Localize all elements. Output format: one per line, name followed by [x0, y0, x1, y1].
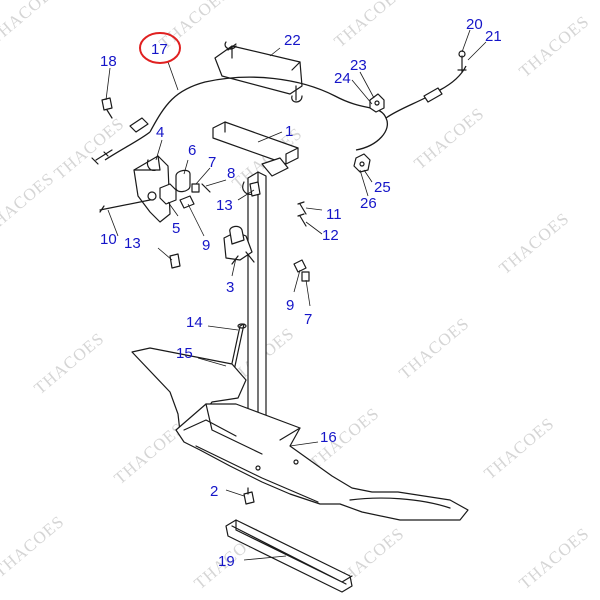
callout-labels: 1 2 3 4 5 6 7 8 9 9 7 10 11 12 13 13 14 …	[100, 16, 502, 570]
watermark: THACOES	[515, 524, 593, 593]
callout-25: 25	[374, 179, 391, 196]
part-9-nut	[179, 195, 307, 273]
callout-14: 14	[186, 314, 203, 331]
part-10-pin	[99, 199, 151, 213]
callout-9b: 9	[286, 297, 294, 314]
callout-13b: 13	[124, 235, 141, 252]
callout-11: 11	[326, 206, 342, 223]
watermark: THACOES	[0, 169, 58, 238]
part-6-bushing	[175, 169, 191, 193]
callout-26: 26	[360, 195, 377, 212]
callout-23: 23	[350, 57, 367, 74]
watermark: THACOES	[480, 414, 558, 483]
callout-1: 1	[285, 123, 293, 140]
callout-24: 24	[334, 70, 351, 87]
callout-9a: 9	[202, 237, 210, 254]
callout-4: 4	[156, 124, 164, 141]
watermark: THACOES	[330, 0, 408, 51]
part-3-pivot-bracket	[223, 225, 255, 265]
callout-20: 20	[466, 16, 483, 33]
part-11-bolt	[297, 201, 307, 215]
callout-18: 18	[100, 53, 117, 70]
callout-6: 6	[188, 142, 196, 159]
callout-3: 3	[226, 279, 234, 296]
part-16-pedal-plate	[131, 347, 469, 521]
highlight-ring-17	[139, 32, 181, 64]
part-12-bolt	[297, 213, 307, 227]
part-18-bolt	[101, 97, 113, 119]
callout-5: 5	[172, 220, 180, 237]
callout-8: 8	[227, 165, 235, 182]
watermark: THACOES	[495, 209, 573, 278]
part-7-washer	[191, 183, 310, 282]
callout-21: 21	[485, 28, 502, 45]
callout-17: 17	[151, 41, 168, 58]
callout-12: 12	[322, 227, 339, 244]
callout-22: 22	[284, 32, 301, 49]
watermark: THACOES	[50, 114, 128, 183]
part-4-bracket	[133, 155, 171, 223]
watermark: THACOES	[30, 329, 108, 398]
part-25-26-cable-clamp	[353, 153, 371, 173]
callout-10: 10	[100, 231, 117, 248]
callout-16: 16	[320, 429, 337, 446]
part-23-24-cable-clamp	[369, 93, 385, 113]
callout-7b: 7	[304, 311, 312, 328]
part-5-bushing	[159, 183, 177, 205]
part-2-bolt	[243, 487, 255, 505]
callout-2: 2	[210, 483, 218, 500]
watermark: THACOES	[515, 12, 593, 81]
callout-7a: 7	[208, 154, 216, 171]
part-8-cotter-pin	[201, 183, 211, 193]
callout-leaders	[105, 29, 487, 561]
callout-13a: 13	[216, 197, 233, 214]
part-13-bolt	[169, 181, 261, 269]
watermark: THACOES	[0, 512, 68, 581]
watermark: THACOES	[395, 314, 473, 383]
watermark: THACOES	[305, 404, 383, 473]
watermark: THACOES	[0, 0, 63, 48]
callout-15: 15	[176, 345, 193, 362]
part-22-cover-plate	[214, 41, 303, 103]
part-1-lever-column	[212, 121, 299, 477]
callout-19: 19	[218, 553, 235, 570]
part-19-pad	[225, 519, 353, 593]
watermark: THACOES	[410, 104, 488, 173]
part-17-control-cable	[91, 50, 467, 165]
